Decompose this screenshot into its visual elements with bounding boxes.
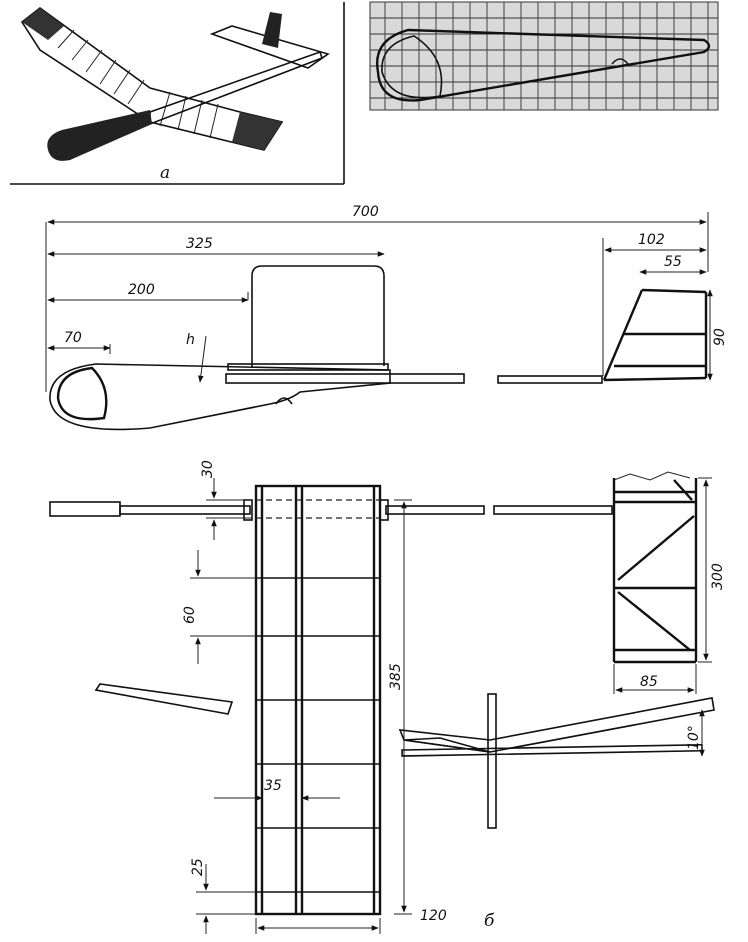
wingtip-right-dark [232,112,282,150]
dim-fin-top-length: 55 [664,254,682,270]
plan-view: 30 60 385 35 25 120 б [49,460,726,934]
dim-tail-length: 102 [638,232,665,248]
dim-dihedral-angle: 10° [686,725,702,750]
dim-wing-thickness-strip: 30 [200,460,216,478]
wing-rib-lines [256,577,380,893]
tail-boom-rear-side [497,375,603,384]
boom-tail-plan [493,505,613,515]
stabilizer-break-line [613,471,691,481]
dihedral-front-view [398,693,715,829]
perspective-view: а [10,2,345,185]
wingtip-left-dark [22,8,64,40]
dim-stabilizer-chord: 85 [640,674,658,690]
tow-hook-notch [275,397,293,405]
wing-rib-detail [94,683,234,715]
grid-lines [370,2,718,110]
dim-spar-width: 35 [264,778,282,794]
nose-fuselage [47,110,152,161]
wing-ribs [57,29,219,139]
boom-rear-plan [385,505,485,515]
dim-wing-position: 325 [186,236,213,252]
boom-front-plan [49,501,121,517]
fuselage-side [49,363,391,431]
dim-stabilizer-span: 300 [710,563,726,590]
dim-height-mark: h [186,332,195,348]
dim-end-rib-spacing: 25 [190,858,206,876]
fin-side-frame [602,288,708,382]
stabilizer-outline [209,25,330,69]
template-nose-block [381,35,443,99]
panel-label-a: а [160,163,170,183]
tail-boom-side [225,373,465,384]
nose-ballast-block [56,366,108,421]
fuselage-template-outline [375,28,711,102]
fuselage-template-grid [369,1,719,111]
dim-wing-chord: 120 [420,908,447,924]
dim-wing-span: 385 [388,663,404,690]
panel-label-b: б [484,911,495,931]
wing-planform [254,484,382,916]
side-view: 700 325 200 70 102 55 90 h [45,204,728,431]
dim-wing-leading-edge: 200 [128,282,155,298]
dim-total-length: 700 [352,204,379,220]
dim-rib-spacing: 60 [182,606,198,624]
tail-boom [149,50,324,126]
fin [262,12,282,48]
wing-side-profile [251,265,385,368]
dim-fin-height: 90 [712,328,728,346]
boom-mid-plan [119,505,251,515]
stabilizer-plan [612,478,698,664]
dim-nose-section: 70 [64,330,82,346]
template-hook-notch [611,58,629,65]
